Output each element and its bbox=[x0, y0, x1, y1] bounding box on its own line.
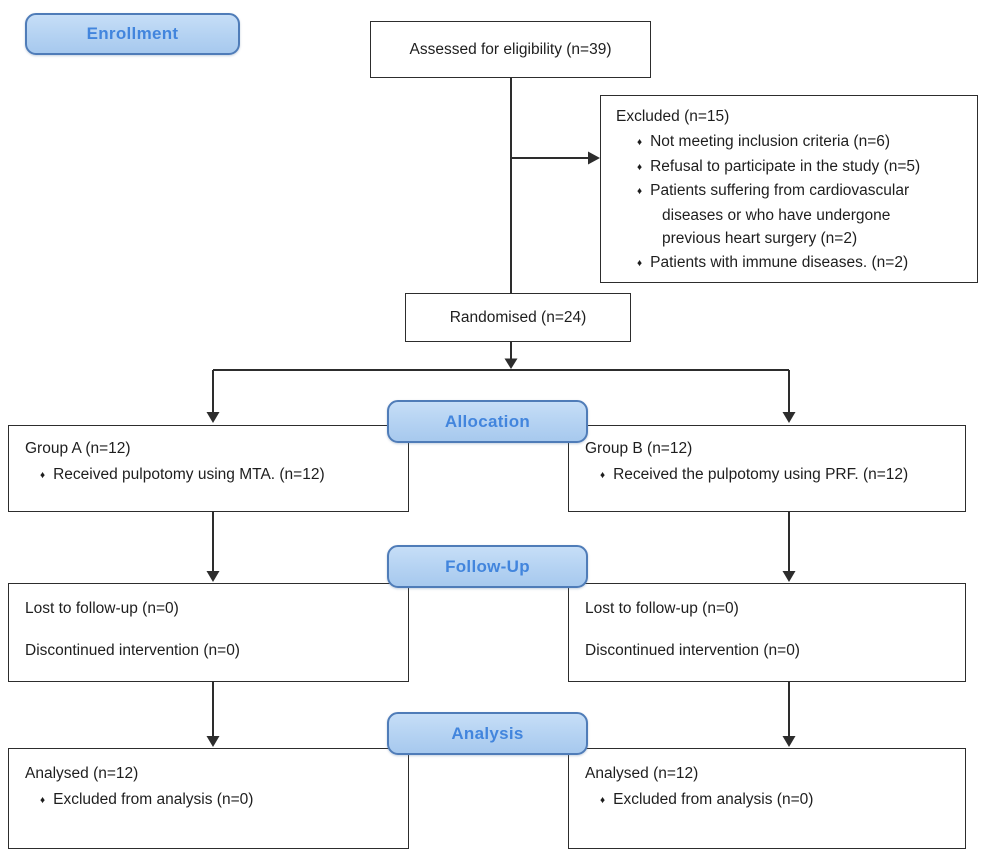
excluded-title: Excluded (n=15) bbox=[616, 108, 730, 125]
list-item: ♦Excluded from analysis (n=0) bbox=[40, 791, 254, 808]
diamond-bullet-icon: ♦ bbox=[637, 161, 643, 173]
randomised-box: Randomised (n=24) bbox=[405, 293, 631, 342]
list-item: ♦Excluded from analysis (n=0) bbox=[600, 791, 814, 808]
stage-label-enrollment: Enrollment bbox=[25, 13, 240, 55]
stage-label-text: Enrollment bbox=[86, 24, 179, 43]
group-a-title: Group A (n=12) bbox=[25, 440, 131, 457]
analysis-left-box: Analysed (n=12) ♦Excluded from analysis … bbox=[8, 748, 409, 849]
follow-up-right-lines: Lost to follow-up (n=0) Discontinued inte… bbox=[585, 597, 953, 662]
diamond-bullet-icon: ♦ bbox=[637, 186, 643, 197]
arrowhead-down-icon bbox=[206, 412, 220, 423]
stage-label-allocation: Allocation bbox=[387, 400, 588, 443]
list-item: ♦Received the pulpotomy using PRF. (n=12… bbox=[600, 466, 909, 483]
analysis-right-title: Analysed (n=12) bbox=[585, 765, 699, 782]
arrowhead-right-icon bbox=[588, 151, 600, 165]
list-item: Discontinued intervention (n=0) bbox=[585, 642, 800, 659]
arrowhead-down-icon bbox=[782, 412, 796, 423]
list-item: Lost to follow-up (n=0) bbox=[585, 600, 739, 617]
assessed-box: Assessed for eligibility (n=39) bbox=[370, 21, 651, 78]
excluded-box: Excluded (n=15) ♦Not meeting inclusion c… bbox=[600, 95, 978, 283]
stage-label-follow-up: Follow-Up bbox=[387, 545, 588, 588]
group-b-box: Group B (n=12) ♦Received the pulpotomy u… bbox=[568, 425, 966, 512]
follow-up-left-box: Lost to follow-up (n=0) Discontinued inte… bbox=[8, 583, 409, 682]
analysis-right-box: Analysed (n=12) ♦Excluded from analysis … bbox=[568, 748, 966, 849]
list-item: Lost to follow-up (n=0) bbox=[25, 600, 179, 617]
arrowhead-down-icon bbox=[206, 736, 220, 747]
list-item: ♦Patients with immune diseases. (n=2) bbox=[637, 253, 909, 271]
follow-up-left-lines: Lost to follow-up (n=0) Discontinued inte… bbox=[25, 597, 396, 662]
excluded-list: ♦Not meeting inclusion criteria (n=6) ♦Re… bbox=[616, 130, 969, 275]
list-item: ♦Patients suffering from cardiovascular … bbox=[637, 182, 910, 247]
follow-up-right-box: Lost to follow-up (n=0) Discontinued inte… bbox=[568, 583, 966, 682]
diamond-bullet-icon: ♦ bbox=[600, 470, 606, 481]
diamond-bullet-icon: ♦ bbox=[600, 795, 606, 806]
group-a-box: Group A (n=12) ♦Received pulpotomy using… bbox=[8, 425, 409, 512]
list-item: Discontinued intervention (n=0) bbox=[25, 642, 240, 659]
randomised-text: Randomised (n=24) bbox=[449, 308, 587, 326]
list-item: ♦Not meeting inclusion criteria (n=6) bbox=[637, 133, 891, 150]
stage-label-text: Allocation bbox=[444, 411, 531, 431]
arrowhead-down-icon bbox=[782, 736, 796, 747]
list-item: ♦Refusal to participate in the study (n=… bbox=[637, 157, 921, 175]
group-b-title: Group B (n=12) bbox=[585, 440, 693, 457]
stage-label-text: Follow-Up bbox=[445, 556, 530, 576]
analysis-left-list: ♦Excluded from analysis (n=0) bbox=[25, 787, 396, 813]
diamond-bullet-icon: ♦ bbox=[637, 137, 643, 148]
analysis-left-title: Analysed (n=12) bbox=[25, 765, 139, 782]
group-a-list: ♦Received pulpotomy using MTA. (n=12) bbox=[25, 462, 396, 488]
assessed-text: Assessed for eligibility (n=39) bbox=[409, 40, 612, 58]
diamond-bullet-icon: ♦ bbox=[40, 795, 46, 806]
arrowhead-down-icon bbox=[782, 571, 796, 582]
list-item: ♦Received pulpotomy using MTA. (n=12) bbox=[40, 466, 325, 483]
arrowhead-down-icon bbox=[504, 358, 518, 369]
arrowhead-down-icon bbox=[206, 571, 220, 582]
analysis-right-list: ♦Excluded from analysis (n=0) bbox=[585, 787, 953, 813]
group-b-list: ♦Received the pulpotomy using PRF. (n=12… bbox=[585, 462, 953, 488]
diamond-bullet-icon: ♦ bbox=[637, 257, 643, 269]
diamond-bullet-icon: ♦ bbox=[40, 470, 46, 481]
stage-label-analysis: Analysis bbox=[387, 712, 588, 755]
stage-label-text: Analysis bbox=[451, 723, 524, 743]
